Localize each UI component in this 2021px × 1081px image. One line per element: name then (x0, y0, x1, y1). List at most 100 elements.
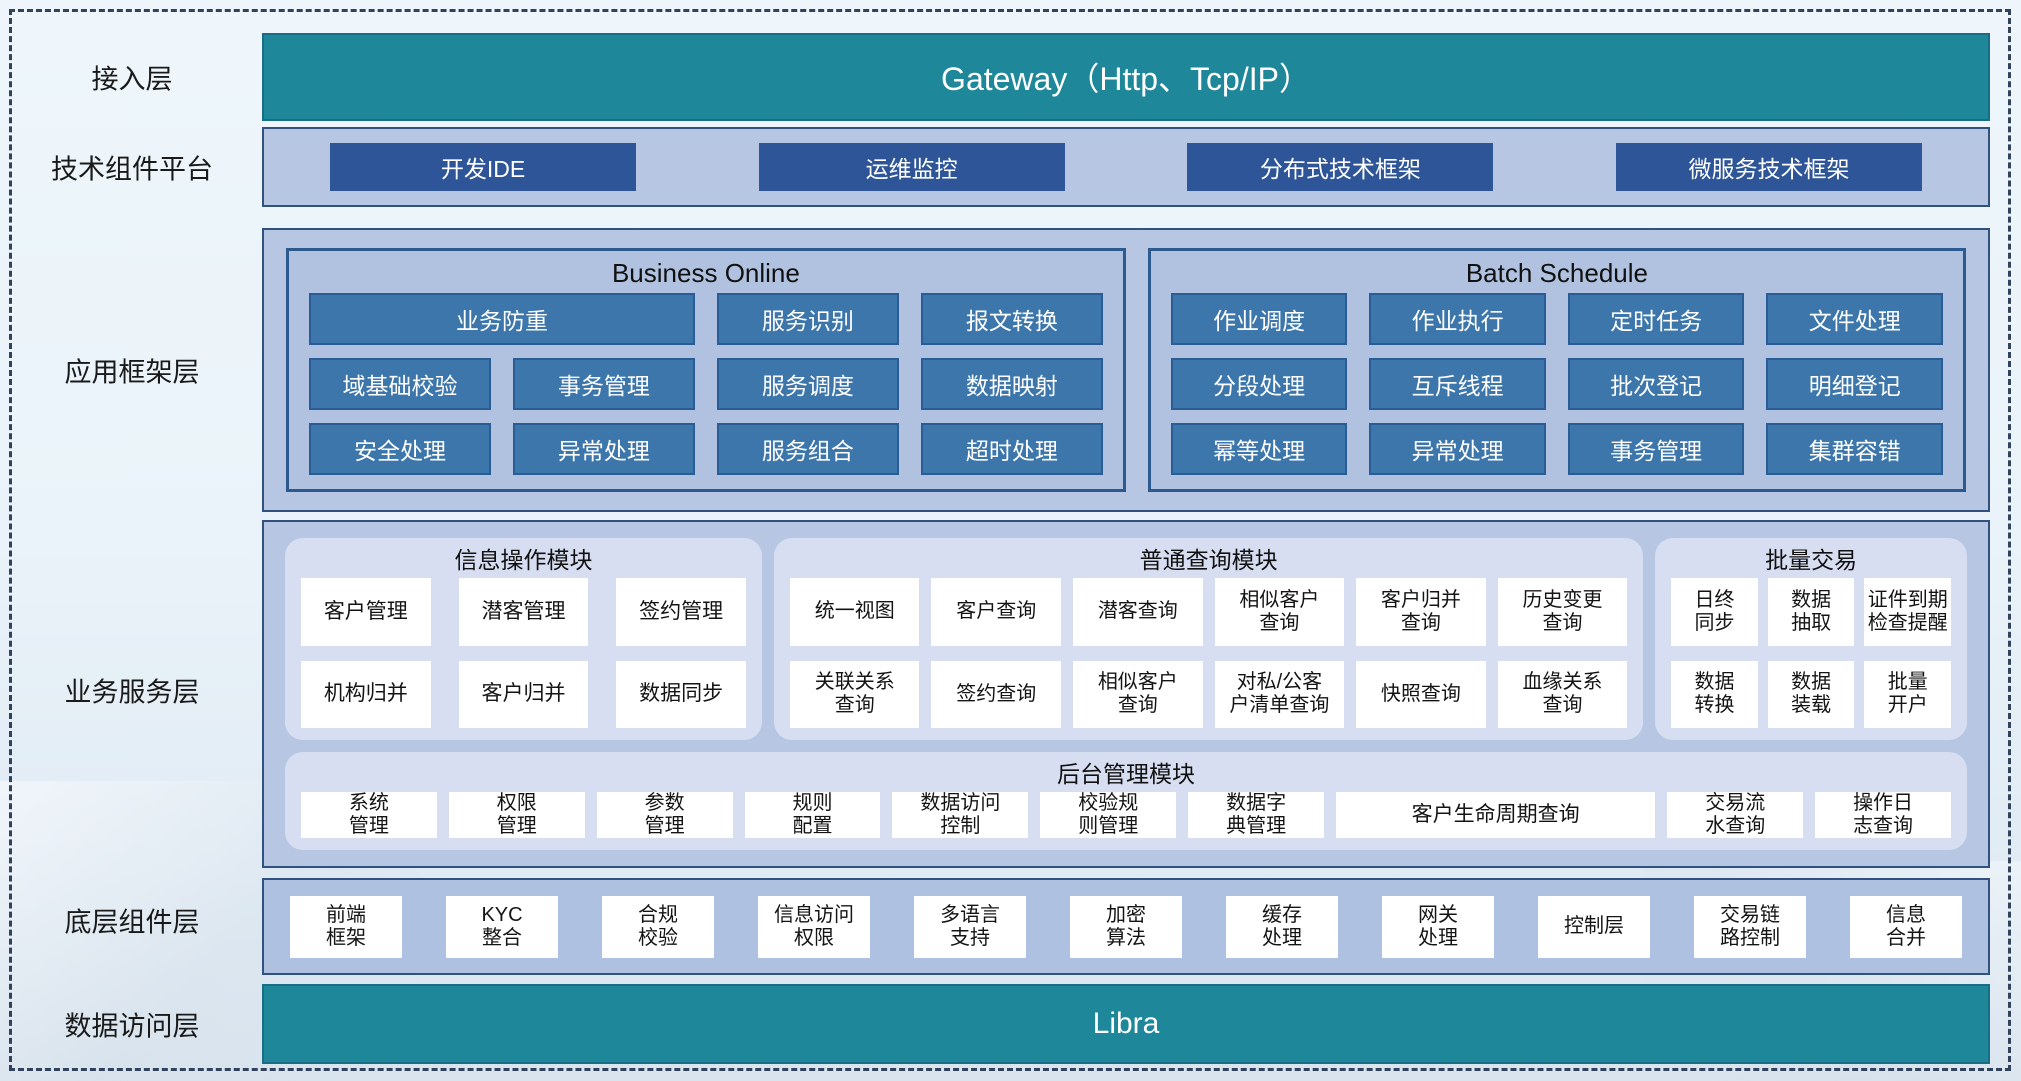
framework-button: 报文转换 (920, 293, 1103, 345)
business-service-modules: 信息操作模块 客户管理 潜客管理 签约管理 机构归并 客户归并 数据同步 普通查… (285, 538, 1967, 740)
service-box: 交易流 水查询 (1667, 792, 1804, 838)
framework-button: 互斥线程 (1369, 358, 1546, 410)
framework-button: 定时任务 (1567, 293, 1745, 345)
batch-transaction-grid: 日终 同步 数据 抽取 证件到期 检查提醒 数据 转换 数据 装载 批量 开户 (1671, 578, 1951, 728)
info-ops-title: 信息操作模块 (454, 547, 593, 573)
service-box: 日终 同步 (1671, 578, 1758, 646)
batch-schedule-title: Batch Schedule (1465, 258, 1648, 288)
service-box: 证件到期 检查提醒 (1864, 578, 1951, 646)
framework-button: 批次登记 (1567, 358, 1745, 410)
admin-module-title: 后台管理模块 (1057, 761, 1195, 787)
component-box: 交易链 路控制 (1694, 895, 1806, 958)
service-box: 客户管理 (301, 578, 431, 646)
component-box: 信息 合并 (1850, 895, 1962, 958)
business-service-panel: 信息操作模块 客户管理 潜客管理 签约管理 机构归并 客户归并 数据同步 普通查… (262, 520, 1990, 868)
layer-label-tech-platform: 技术组件平台 (51, 154, 213, 185)
admin-module-row: 系统 管理 权限 管理 参数 管理 规则 配置 数据访问 控制 校验规 则管理 … (301, 792, 1951, 838)
service-box: 签约管理 (616, 578, 746, 646)
service-box: 客户生命周期查询 (1336, 792, 1656, 838)
service-box: 快照查询 (1356, 660, 1486, 728)
service-box: 数据 抽取 (1767, 578, 1855, 646)
service-box: 客户归并 (458, 660, 589, 728)
component-box: 信息访问 权限 (758, 895, 870, 958)
query-module: 普通查询模块 统一视图 客户查询 潜客查询 相似客户 查询 客户归并 查询 历史… (773, 538, 1644, 740)
framework-button: 数据映射 (920, 358, 1103, 410)
framework-button: 事务管理 (512, 358, 695, 410)
service-box: 血缘关系 查询 (1497, 660, 1628, 728)
layer-label-data-access: 数据访问层 (64, 1011, 200, 1042)
batch-transaction-module: 批量交易 日终 同步 数据 抽取 证件到期 检查提醒 数据 转换 数据 装载 批… (1655, 538, 1967, 740)
service-box: 数据同步 (616, 660, 746, 728)
framework-button: 服务组合 (716, 423, 899, 475)
business-online-panel: Business Online 业务防重 服务识别 报文转换 域基础校验 事务管… (286, 248, 1126, 492)
query-module-grid: 统一视图 客户查询 潜客查询 相似客户 查询 客户归并 查询 历史变更 查询 关… (789, 578, 1628, 728)
service-box: 数据访问 控制 (892, 792, 1029, 838)
app-framework-panel: Business Online 业务防重 服务识别 报文转换 域基础校验 事务管… (262, 228, 1990, 512)
framework-button: 文件处理 (1766, 293, 1943, 345)
framework-button: 服务识别 (716, 293, 899, 345)
framework-button: 明细登记 (1766, 358, 1943, 410)
tech-platform-bar: 开发IDE 运维监控 分布式技术框架 微服务技术框架 (262, 127, 1990, 207)
framework-button: 服务调度 (716, 358, 899, 410)
framework-button: 超时处理 (920, 423, 1103, 475)
service-box: 相似客户 查询 (1214, 578, 1345, 646)
component-box: KYC 整合 (446, 895, 558, 958)
gateway-bar: Gateway（Http、Tcp/IP） (262, 33, 1990, 121)
framework-button: 异常处理 (512, 423, 695, 475)
framework-button: 域基础校验 (309, 358, 491, 410)
data-access-bar: Libra (262, 984, 1990, 1064)
framework-button: 安全处理 (309, 423, 491, 475)
admin-module: 后台管理模块 系统 管理 权限 管理 参数 管理 规则 配置 数据访问 控制 校… (285, 752, 1967, 850)
service-box: 规则 配置 (744, 792, 881, 838)
service-box: 关联关系 查询 (789, 660, 920, 728)
business-online-grid: 业务防重 服务识别 报文转换 域基础校验 事务管理 服务调度 数据映射 安全处理… (309, 293, 1103, 475)
batch-schedule-grid: 作业调度 作业执行 定时任务 文件处理 分段处理 互斥线程 批次登记 明细登记 … (1170, 293, 1943, 475)
service-box: 潜客查询 (1073, 578, 1203, 646)
service-box: 数据字 典管理 (1188, 792, 1325, 838)
component-box: 加密 算法 (1070, 895, 1182, 958)
component-box: 缓存 处理 (1226, 895, 1338, 958)
component-box: 合规 校验 (602, 895, 714, 958)
service-box: 校验规 则管理 (1040, 792, 1177, 838)
service-box: 对私/公客 户清单查询 (1214, 660, 1345, 728)
framework-button: 事务管理 (1567, 423, 1745, 475)
service-box: 参数 管理 (596, 792, 733, 838)
service-box: 操作日 志查询 (1815, 792, 1951, 838)
tech-item-distributed-fw: 分布式技术框架 (1187, 143, 1494, 191)
framework-button: 作业执行 (1369, 293, 1546, 345)
component-box: 前端 框架 (290, 895, 402, 958)
component-box: 控制层 (1538, 895, 1650, 958)
service-box: 客户归并 查询 (1356, 578, 1486, 646)
tech-item-ops-monitor: 运维监控 (758, 143, 1065, 191)
service-box: 历史变更 查询 (1497, 578, 1628, 646)
service-box: 签约查询 (931, 660, 1062, 728)
framework-button: 集群容错 (1766, 423, 1943, 475)
component-box: 多语言 支持 (914, 895, 1026, 958)
service-box: 潜客管理 (458, 578, 589, 646)
layer-label-access: 接入层 (91, 64, 173, 95)
service-box: 数据 装载 (1767, 660, 1855, 728)
service-box: 客户查询 (931, 578, 1062, 646)
framework-button: 异常处理 (1369, 423, 1546, 475)
component-box: 网关 处理 (1382, 895, 1494, 958)
tech-item-microservice-fw: 微服务技术框架 (1615, 143, 1922, 191)
service-box: 权限 管理 (448, 792, 585, 838)
layer-label-base-components: 底层组件层 (64, 907, 200, 938)
info-ops-grid: 客户管理 潜客管理 签约管理 机构归并 客户归并 数据同步 (301, 578, 746, 728)
service-box: 统一视图 (789, 578, 920, 646)
framework-button: 幂等处理 (1170, 423, 1348, 475)
info-ops-module: 信息操作模块 客户管理 潜客管理 签约管理 机构归并 客户归并 数据同步 (285, 538, 762, 740)
service-box: 系统 管理 (301, 792, 437, 838)
libra-label: Libra (1092, 1007, 1160, 1040)
framework-button: 作业调度 (1170, 293, 1348, 345)
framework-button: 分段处理 (1170, 358, 1348, 410)
batch-transaction-title: 批量交易 (1765, 547, 1858, 573)
layer-label-app-framework: 应用框架层 (64, 357, 200, 388)
service-box: 数据 转换 (1671, 660, 1758, 728)
business-online-title: Business Online (611, 258, 800, 288)
framework-button: 业务防重 (309, 293, 695, 345)
layer-label-business-service: 业务服务层 (64, 677, 200, 708)
query-module-title: 普通查询模块 (1139, 547, 1278, 573)
service-box: 批量 开户 (1864, 660, 1951, 728)
service-box: 相似客户 查询 (1073, 660, 1203, 728)
